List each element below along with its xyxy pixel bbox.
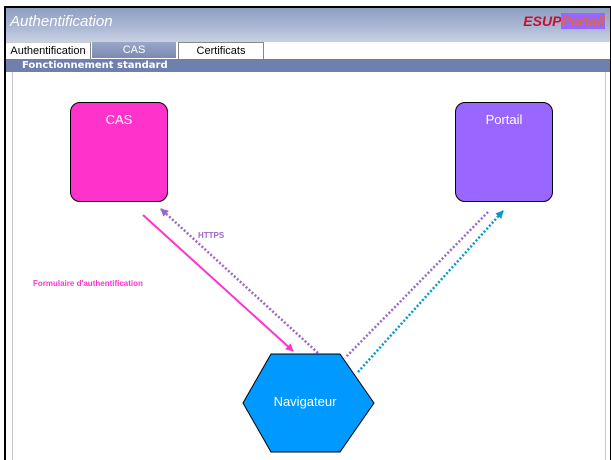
cas-node: CAS — [70, 102, 168, 202]
header-bar: Authentification — [6, 8, 610, 42]
tab-cas[interactable]: CAS — [92, 42, 176, 58]
cas-node-label: CAS — [105, 112, 133, 127]
section-header: Fonctionnement standard — [6, 59, 610, 72]
tab-authentification[interactable]: Authentification — [6, 42, 91, 59]
logo-portail-text: Portail — [561, 13, 605, 29]
navigateur-node — [242, 353, 375, 453]
https-label: HTTPS — [198, 231, 225, 240]
https-arrow — [160, 208, 319, 354]
portail-node-label: Portail — [485, 112, 523, 127]
logo-esup-text: ESUP — [523, 13, 562, 29]
tab-bar: Authentification CAS Certificats — [6, 42, 610, 59]
navigateur-node-label: Navigateur — [273, 394, 337, 409]
portail-redirect-arrow — [344, 211, 489, 359]
portail-request-arrow — [357, 210, 504, 373]
tab-certificats[interactable]: Certificats — [178, 42, 264, 59]
formulaire-label: Formulaire d'authentification — [33, 279, 143, 288]
page-title: Authentification — [10, 13, 113, 30]
portail-node: Portail — [455, 102, 553, 202]
section-title: Fonctionnement standard — [22, 60, 168, 71]
esup-portail-logo: ESUPPortail — [523, 13, 605, 29]
formulaire-arrow — [142, 214, 294, 352]
